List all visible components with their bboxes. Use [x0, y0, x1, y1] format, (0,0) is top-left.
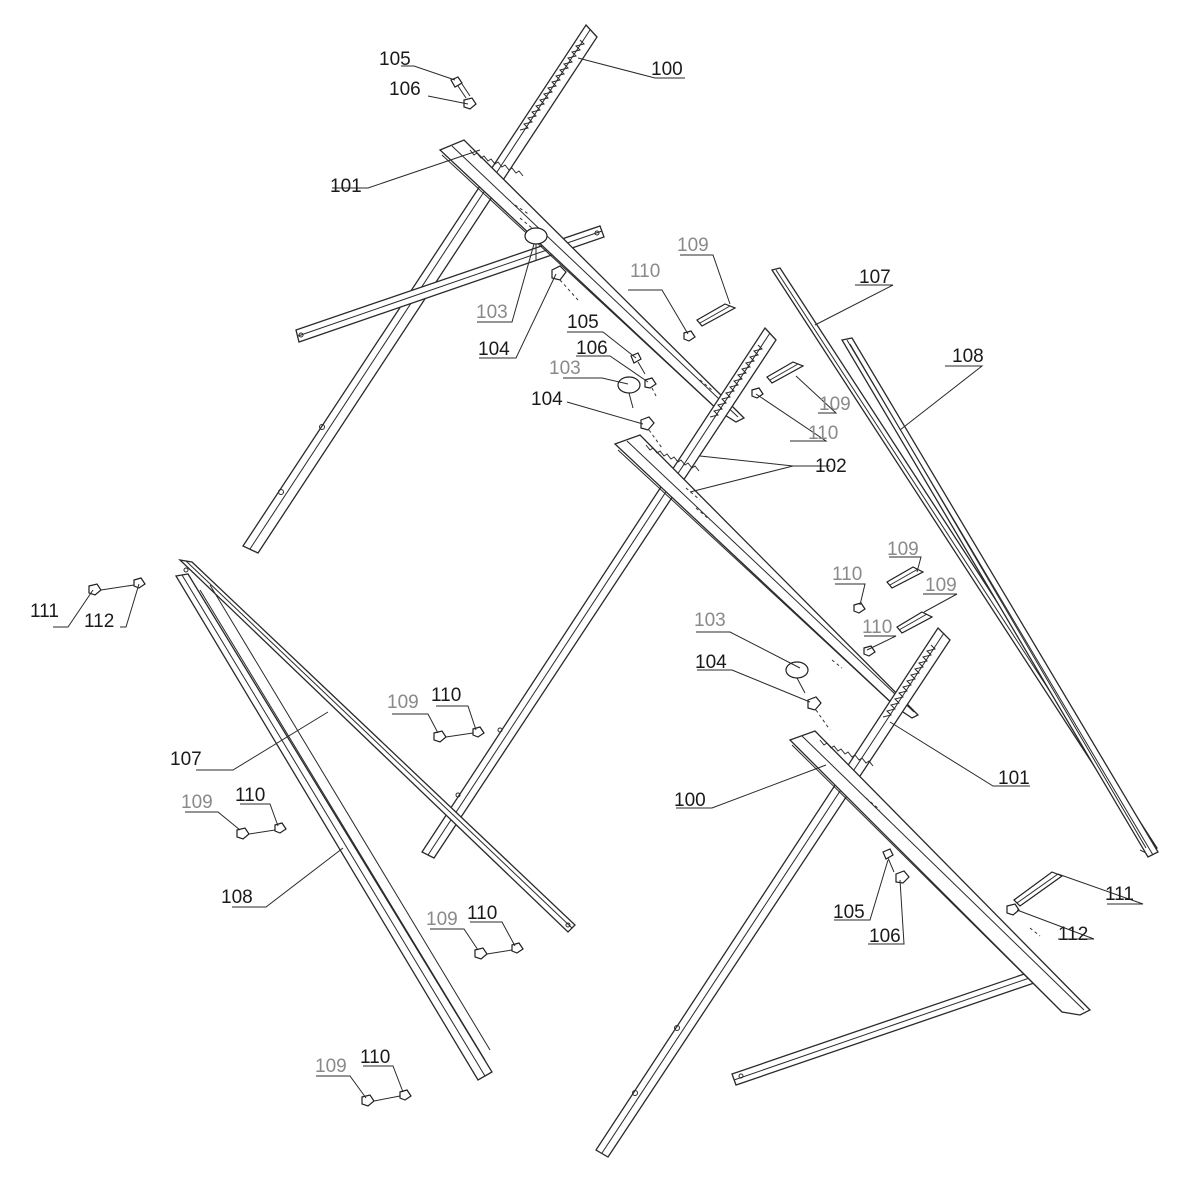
rack-101-lower — [788, 730, 1092, 1016]
bolt-109-b — [766, 361, 805, 384]
label-109-h: 109 — [315, 1056, 347, 1077]
label-111-left: 111 — [30, 601, 59, 622]
label-104-lower: 104 — [695, 652, 727, 673]
label-103-upper: 103 — [476, 302, 508, 323]
nut-104-lower — [807, 696, 831, 731]
bolt-105-top — [450, 76, 471, 99]
label-110-d: 110 — [862, 617, 892, 638]
label-112-lower: 112 — [1058, 924, 1088, 945]
label-109-e: 109 — [387, 692, 419, 713]
label-109-f: 109 — [181, 792, 213, 813]
label-110-f: 110 — [235, 785, 265, 806]
nut-110-d — [863, 645, 876, 657]
slot-marks-middle — [685, 487, 843, 669]
nut-104-middle — [640, 416, 663, 449]
rack-101-upper — [438, 139, 746, 423]
bolt-105-lower — [882, 848, 895, 873]
label-107-left: 107 — [170, 749, 202, 770]
label-107-right: 107 — [859, 267, 891, 288]
label-109-b: 109 — [819, 394, 851, 415]
nut-110-c — [853, 602, 866, 614]
nut-106-top — [463, 97, 477, 110]
label-101-upper: 101 — [330, 176, 362, 197]
brace-108-right — [840, 337, 1159, 858]
label-109-a: 109 — [677, 235, 709, 256]
label-109-g: 109 — [426, 909, 458, 930]
label-110-e: 110 — [431, 685, 461, 706]
label-102: 102 — [815, 456, 847, 477]
label-100-upper: 100 — [651, 59, 683, 80]
label-108-left: 108 — [221, 887, 253, 908]
fastener-109-110-e — [433, 726, 485, 743]
crossbar-lower — [731, 969, 1041, 1086]
teeth-100-upper — [519, 39, 585, 131]
bolt-109-c — [886, 566, 925, 589]
slot-marks-lower — [865, 797, 1041, 937]
label-106-lower: 106 — [869, 926, 901, 947]
nut-110-b — [751, 387, 764, 399]
label-103-middle: 103 — [549, 358, 581, 379]
middle-frame — [421, 326, 920, 859]
label-101-lower: 101 — [998, 768, 1030, 789]
label-106-middle: 106 — [576, 338, 608, 359]
label-110-b: 110 — [808, 423, 838, 444]
label-110-c: 110 — [832, 564, 862, 585]
nut-112-lower — [1006, 903, 1020, 916]
label-108-right: 108 — [952, 346, 984, 367]
pivot-103-upper — [524, 227, 548, 260]
leader-lines — [53, 57, 1144, 1099]
lower-frame — [595, 626, 1092, 1158]
label-110-h: 110 — [360, 1047, 390, 1068]
bolt-111-lower — [1013, 871, 1064, 907]
fastener-109-110-h — [361, 1089, 412, 1107]
teeth-100-lower — [882, 644, 936, 718]
brace-108-left — [174, 573, 493, 1081]
label-104-upper: 104 — [478, 339, 510, 360]
bolt-109-d — [896, 611, 934, 634]
label-111-lower: 111 — [1105, 884, 1134, 905]
nut-104-upper — [551, 265, 579, 301]
slot-marks-upper — [514, 204, 713, 391]
nut-106-middle — [644, 377, 658, 399]
label-110-a: 110 — [630, 261, 660, 282]
bolt-109-a — [696, 303, 737, 327]
teeth-101-lower — [819, 739, 874, 767]
label-112-left: 112 — [84, 611, 114, 632]
pivot-103-lower — [785, 661, 809, 694]
fastener-109-110-g — [474, 942, 524, 960]
label-105-middle: 105 — [567, 312, 599, 333]
label-100-lower: 100 — [674, 790, 706, 811]
label-109-c: 109 — [887, 539, 919, 560]
part-labels: 100 101 105 106 103 104 105 106 103 104 … — [30, 49, 1134, 1077]
label-103-lower: 103 — [694, 610, 726, 631]
upper-frame — [242, 23, 746, 554]
nut-110-a — [683, 330, 696, 342]
label-104-middle: 104 — [531, 389, 563, 410]
pivot-103-middle — [617, 376, 641, 409]
fastener-109-110-f — [236, 822, 287, 840]
teeth-102 — [645, 444, 700, 472]
brace-107-left — [178, 559, 576, 933]
label-110-g: 110 — [467, 903, 497, 924]
label-106-top: 106 — [389, 79, 421, 100]
label-109-d: 109 — [925, 575, 957, 596]
nut-106-lower — [895, 870, 910, 884]
teeth-101-upper — [469, 149, 524, 177]
rack-102 — [613, 434, 920, 719]
leg-middle — [421, 326, 777, 859]
teeth-middle-leg — [709, 344, 763, 418]
leg-100-lower — [595, 626, 951, 1158]
label-105-lower: 105 — [833, 902, 865, 923]
label-105-top: 105 — [379, 49, 411, 70]
